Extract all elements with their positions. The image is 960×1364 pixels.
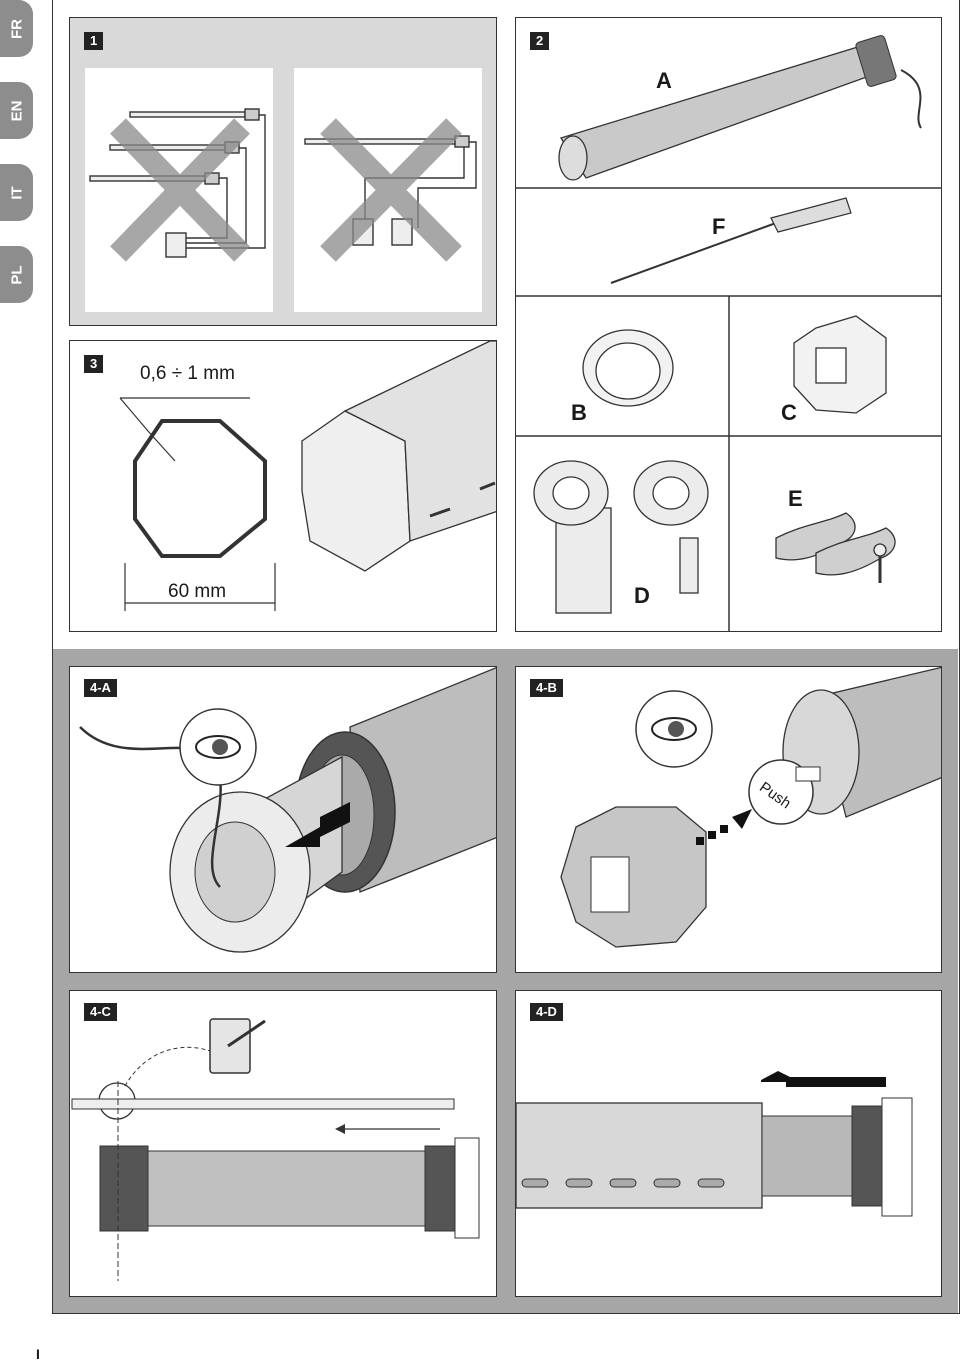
part-e-label: E	[788, 486, 803, 511]
panel-3: 3 0,6 ÷ 1 mm 60 mm	[69, 340, 497, 632]
wheel-part-c	[793, 315, 887, 414]
part-d-label: D	[634, 583, 650, 608]
wiring-illustration	[85, 68, 482, 312]
tab-en-label: EN	[8, 100, 25, 121]
panel-4a: 4-A	[69, 666, 497, 973]
panel-4b-number: 4-B	[530, 679, 563, 697]
panel-4d-number: 4-D	[530, 1003, 563, 1021]
tab-pl[interactable]: PL	[0, 246, 33, 303]
panel-4c-number: 4-C	[84, 1003, 117, 1021]
bracket-part-d	[533, 460, 709, 614]
panel-1: 1	[69, 17, 497, 326]
panel-4c: 4-C	[69, 990, 497, 1297]
part-b-label: B	[571, 400, 587, 425]
tab-fr[interactable]: FR	[0, 0, 33, 57]
width-dimension: 60 mm	[168, 581, 227, 602]
parts-grid-lines	[516, 35, 941, 631]
part-a-label: A	[656, 68, 672, 93]
panel-2: 2	[515, 17, 942, 632]
tab-it[interactable]: IT	[0, 164, 33, 221]
tool-part-f	[610, 197, 852, 284]
panel-3-number: 3	[84, 355, 104, 373]
ring-fitting-illustration	[79, 667, 496, 953]
tab-fr-label: FR	[8, 18, 25, 39]
part-c-label: C	[781, 400, 797, 425]
tab-en[interactable]: EN	[0, 82, 33, 139]
motor-part-a	[558, 35, 922, 181]
panel-4d: 4-D	[515, 990, 942, 1297]
page-marker: I	[36, 1346, 40, 1362]
thickness-dimension: 0,6 ÷ 1 mm	[140, 363, 235, 384]
measurement-illustration	[71, 1018, 480, 1281]
panel-2-number: 2	[530, 32, 550, 50]
panel-1-number: 1	[84, 32, 104, 50]
octagonal-tube-illustration	[119, 341, 496, 611]
panel-4a-number: 4-A	[84, 679, 117, 697]
clip-part-e	[775, 512, 896, 583]
wheel-fitting-illustration	[560, 667, 941, 948]
tube-insertion-illustration	[516, 1071, 913, 1217]
tab-pl-label: PL	[8, 264, 25, 285]
tab-it-label: IT	[8, 185, 25, 200]
ring-part-b	[582, 329, 674, 407]
panel-4b: 4-B Push	[515, 666, 942, 973]
part-f-label: F	[712, 214, 726, 239]
